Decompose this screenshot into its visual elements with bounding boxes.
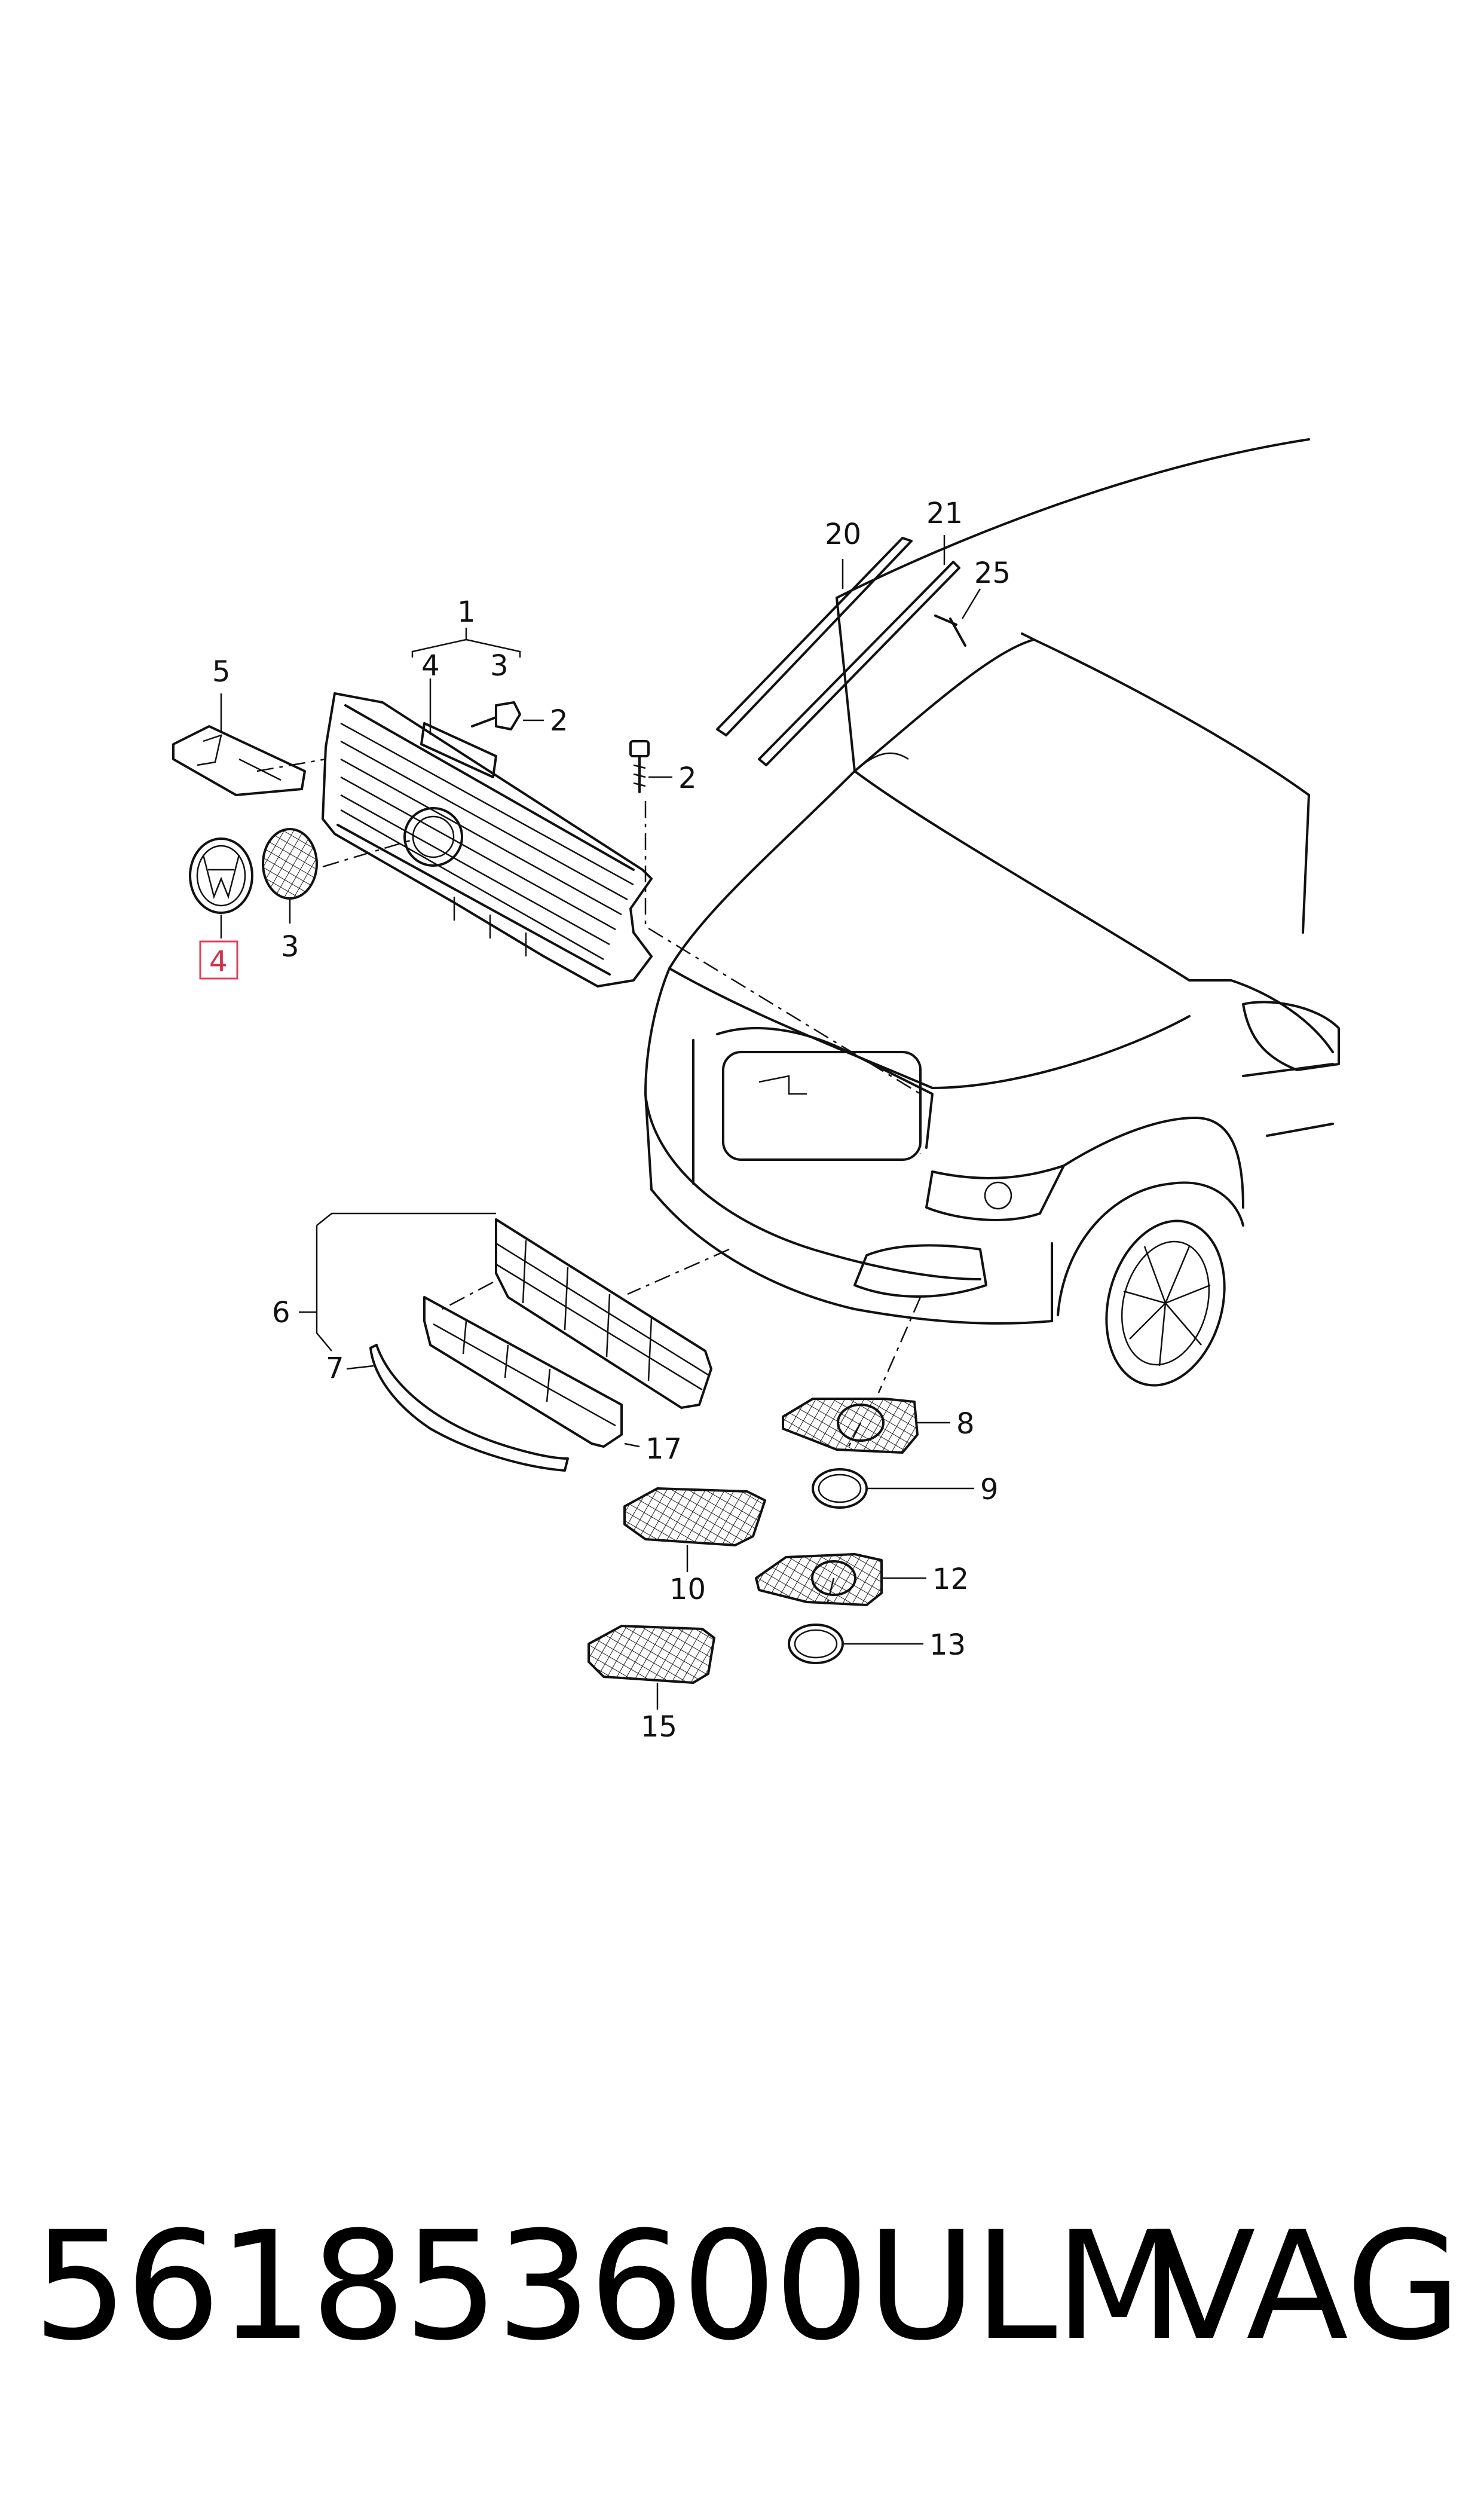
highlight-box [199,940,238,980]
callout-5: 5 [212,655,231,689]
vehicle-outline [644,438,1340,1387]
assembly-lines [256,758,922,1603]
footer: 561853600ULM VAG [0,2164,1484,2415]
callout-12: 12 [932,1563,969,1596]
upper-grille [322,692,653,988]
callout-2b: 2 [678,762,697,795]
callout-1: 1 [457,595,476,629]
callout-3b: 3 [281,930,299,964]
clip-25 [934,615,966,647]
callout-6: 6 [272,1296,290,1329]
callout-9: 9 [980,1473,999,1506]
brand-name: VAG [1153,2199,1462,2373]
part-number: 561853600ULM [33,2199,1183,2373]
callout-17: 17 [645,1432,682,1466]
emblem-carrier [262,828,318,900]
lower-grille [495,1218,712,1409]
grille-insert-10 [623,1487,766,1546]
grille-insert-15 [588,1625,715,1684]
callout-15: 15 [641,1710,677,1744]
callout-8: 8 [956,1407,975,1441]
vw-emblem [189,837,253,914]
parts-diagram: 1 4 3 2 2 5 4 3 20 21 25 6 7 17 8 9 10 1… [172,438,1340,1744]
ring-9 [812,1468,868,1509]
callout-20: 20 [825,518,861,551]
callout-25: 25 [974,557,1011,590]
leader-lines [220,535,981,1710]
rline-badge [172,725,306,796]
ring-13 [788,1624,844,1664]
trim-strip-20 [716,537,913,736]
callout-7: 7 [326,1352,344,1385]
screw-2b [629,740,650,793]
fog-grille-12 [755,1553,883,1606]
callout-4a: 4 [421,649,440,683]
callout-3a: 3 [490,649,509,683]
fog-grille-8 [782,1398,919,1454]
grille-frame-17 [423,1296,623,1448]
callout-13: 13 [929,1628,966,1662]
screw-2a [471,701,521,730]
callout-10: 10 [669,1573,706,1606]
callout-2a: 2 [550,704,568,738]
callout-4b: 4 [209,945,228,979]
trim-strip-21 [758,561,960,766]
trim-strip-7 [369,1344,569,1472]
callout-21: 21 [926,497,963,530]
